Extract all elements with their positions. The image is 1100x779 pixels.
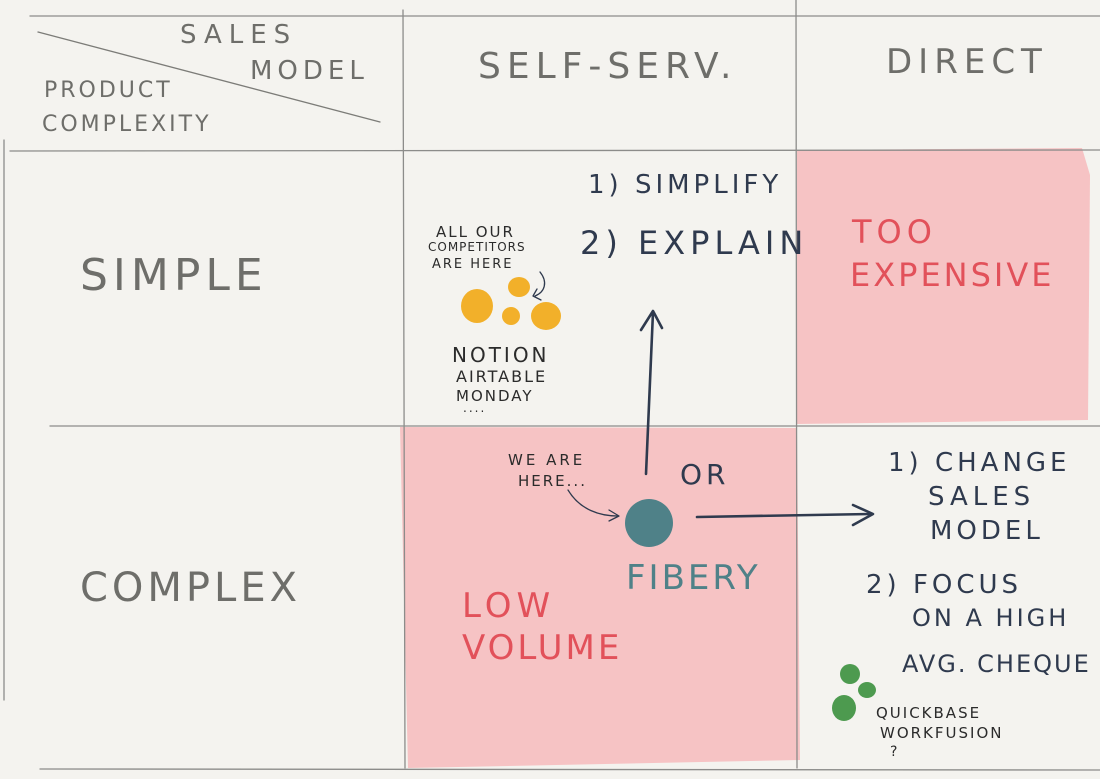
fibery-dot	[625, 499, 673, 547]
competitor-name: NOTION	[452, 343, 550, 367]
grid-line-row1	[9, 149, 1100, 152]
change-sales-model-step: 1) CHANGE	[888, 448, 1071, 478]
focus-high-cheque-step: ON A HIGH	[912, 604, 1070, 632]
arrow-up	[644, 310, 655, 476]
change-sales-model-step: MODEL	[930, 516, 1044, 546]
alt-competitor-name: WORKFUSION	[880, 724, 1004, 742]
corner-diagonal	[37, 31, 381, 123]
column-header-self-serve: SELF-SERV.	[478, 46, 738, 87]
alt-competitor-question: ?	[890, 744, 898, 760]
alt-competitor-dot	[832, 695, 856, 721]
explain-step: 2) EXPLAIN	[580, 224, 809, 262]
arrow-competitors	[534, 271, 546, 297]
competitors-note: ARE HERE	[432, 257, 514, 272]
focus-high-cheque-step: AVG. CHEQUE	[902, 650, 1091, 678]
arrow-up-head-icon	[639, 309, 664, 332]
simplify-step: 1) SIMPLIFY	[588, 170, 783, 200]
grid-line-bottom	[39, 768, 1100, 771]
too-expensive-cell	[797, 148, 1090, 424]
arrow-competitors-head-icon	[532, 288, 542, 301]
row-header-complex: COMPLEX	[80, 565, 302, 611]
arrow-right	[695, 512, 872, 519]
corner-col-label: SALES	[180, 20, 298, 50]
competitor-name: MONDAY	[456, 387, 534, 405]
corner-col-label: MODEL	[250, 56, 369, 86]
alt-competitor-dot	[840, 664, 860, 684]
arrow-we-are-here-head-icon	[608, 509, 620, 522]
alt-competitor-name: QUICKBASE	[876, 704, 982, 722]
grid-line-col1	[402, 9, 406, 769]
row-header-simple: SIMPLE	[80, 250, 268, 301]
focus-high-cheque-step: 2) FOCUS	[866, 570, 1023, 600]
competitor-dot	[502, 307, 520, 325]
too-expensive-label: EXPENSIVE	[850, 256, 1055, 294]
or-label: OR	[680, 458, 730, 491]
low-volume-cell	[400, 427, 800, 768]
low-volume-label: VOLUME	[462, 628, 623, 668]
alt-competitor-dot	[858, 682, 876, 698]
arrow-right-head-icon	[851, 503, 875, 527]
we-are-here-note: HERE...	[518, 472, 587, 490]
low-volume-label: LOW	[462, 586, 556, 626]
competitor-name: AIRTABLE	[456, 367, 548, 386]
corner-row-label: PRODUCT	[44, 78, 173, 103]
competitors-note: ALL OUR	[436, 223, 515, 241]
arrow-we-are-here	[567, 489, 619, 517]
column-header-direct: DIRECT	[886, 42, 1048, 82]
competitor-dot	[531, 302, 561, 330]
competitor-dot	[508, 277, 530, 297]
corner-row-label: COMPLEXITY	[42, 112, 212, 137]
competitors-note: COMPETITORS	[428, 240, 526, 254]
fibery-label: FIBERY	[626, 558, 761, 598]
competitor-name: ....	[463, 401, 487, 415]
we-are-here-note: WE ARE	[508, 451, 586, 469]
too-expensive-label: TOO	[852, 213, 937, 251]
change-sales-model-step: SALES	[928, 482, 1036, 512]
competitor-dot	[461, 289, 493, 323]
grid-line-col2	[795, 0, 798, 769]
